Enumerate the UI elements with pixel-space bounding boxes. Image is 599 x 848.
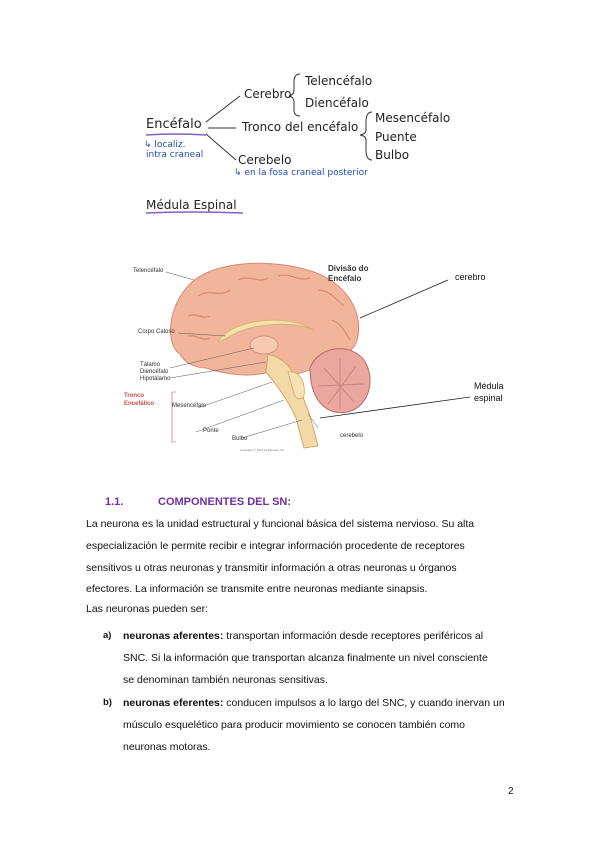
note-cerebelo: Cerebelo [238, 153, 292, 167]
note-mesencefalo: Mesencéfalo [375, 111, 451, 125]
callout-medula: Médula [474, 381, 504, 391]
section-title: COMPONENTES DEL SN: [158, 496, 292, 508]
paragraph-line: La neurona es la unidad estructural y fu… [86, 518, 475, 530]
fig-label-ponte: Ponte [203, 428, 219, 434]
fig-title-encefalo: Encéfalo [328, 274, 362, 283]
fig-label-hipotalamo: Hipotálamo [140, 376, 171, 382]
paragraph-line: efectores. La información se transmite e… [86, 583, 428, 595]
note-diencefalo: Diencéfalo [305, 96, 369, 110]
note-encefalo-localiz: ↳ localiz. [144, 140, 186, 150]
list-item-b: neuronas eferentes: conducen impulsos a … [123, 692, 543, 758]
brain-illustration [165, 262, 371, 449]
note-medula-espinal: Médula Espinal [146, 198, 237, 212]
list-intro: Las neuronas pueden ser: [86, 603, 209, 615]
term-efferent: neuronas eferentes: [123, 697, 224, 709]
fig-label-cerebelo: cerebelo [340, 433, 364, 439]
term-afferent: neuronas aferentes: [123, 630, 224, 642]
list-marker-a: a) [103, 630, 112, 641]
list-item-line: neuronas eferentes: conducen impulsos a … [123, 692, 543, 714]
section-number: 1.1. [105, 496, 124, 508]
fig-label-diencefalo: Diencéfalo [140, 369, 169, 375]
fig-label-talamo: Tálamo [140, 362, 161, 368]
callout-lines [319, 279, 471, 419]
note-puente: Puente [375, 130, 417, 144]
list-item-line: SNC. Si la información que transportan a… [123, 652, 488, 664]
note-tronco: Tronco del encéfalo [242, 120, 359, 134]
fig-label-mesencefalo: Mesencéfalo [172, 403, 207, 409]
list-item-text: transportan información desde receptores… [223, 630, 484, 642]
fig-label-encefalico: Encefálico [124, 401, 155, 407]
list-item-a: neuronas aferentes: transportan informac… [123, 625, 543, 691]
page-number: 2 [508, 786, 514, 797]
list-marker-b: b) [103, 697, 112, 708]
fig-label-tronco: Tronco [124, 393, 145, 399]
note-telencefalo: Telencéfalo [305, 74, 373, 88]
fig-label-bulbo: Bulbo [232, 436, 248, 442]
callout-espinal: espinal [474, 393, 503, 403]
paragraph-line: especialización le permite recibir e int… [86, 540, 465, 552]
list-item-line: neuronas motoras. [123, 741, 211, 753]
callout-cerebro: cerebro [455, 272, 486, 282]
fig-title-divisao: Divisão do [328, 264, 369, 273]
list-item-line: neuronas aferentes: transportan informac… [123, 625, 543, 647]
note-cerebelo-fosa: ↳ en la fosa craneal posterior [234, 168, 368, 178]
list-item-line: se denominan también neuronas sensitivas… [123, 674, 328, 686]
note-bulbo: Bulbo [375, 148, 410, 162]
notes-lines [145, 73, 373, 214]
fig-label-corpo-caloso: Corpo Caloso [138, 329, 175, 335]
paragraph-line: sensitivos u otras neuronas y transmitir… [86, 562, 457, 574]
fig-copyright: Copyright © 2011 by Elsevier, Inc. [240, 448, 286, 452]
note-encefalo: Encéfalo [146, 117, 202, 132]
list-item-text: conducen impulsos a lo largo del SNC, y … [223, 697, 505, 709]
list-item-line: músculo esquelético para producir movimi… [123, 719, 466, 731]
paragraph: La neurona es la unidad estructural y fu… [86, 513, 526, 619]
fig-label-telencefalo: Telencéfalo [133, 268, 164, 274]
note-encefalo-intracraneal: intra craneal [146, 150, 204, 160]
note-cerebro: Cerebro [244, 87, 292, 101]
